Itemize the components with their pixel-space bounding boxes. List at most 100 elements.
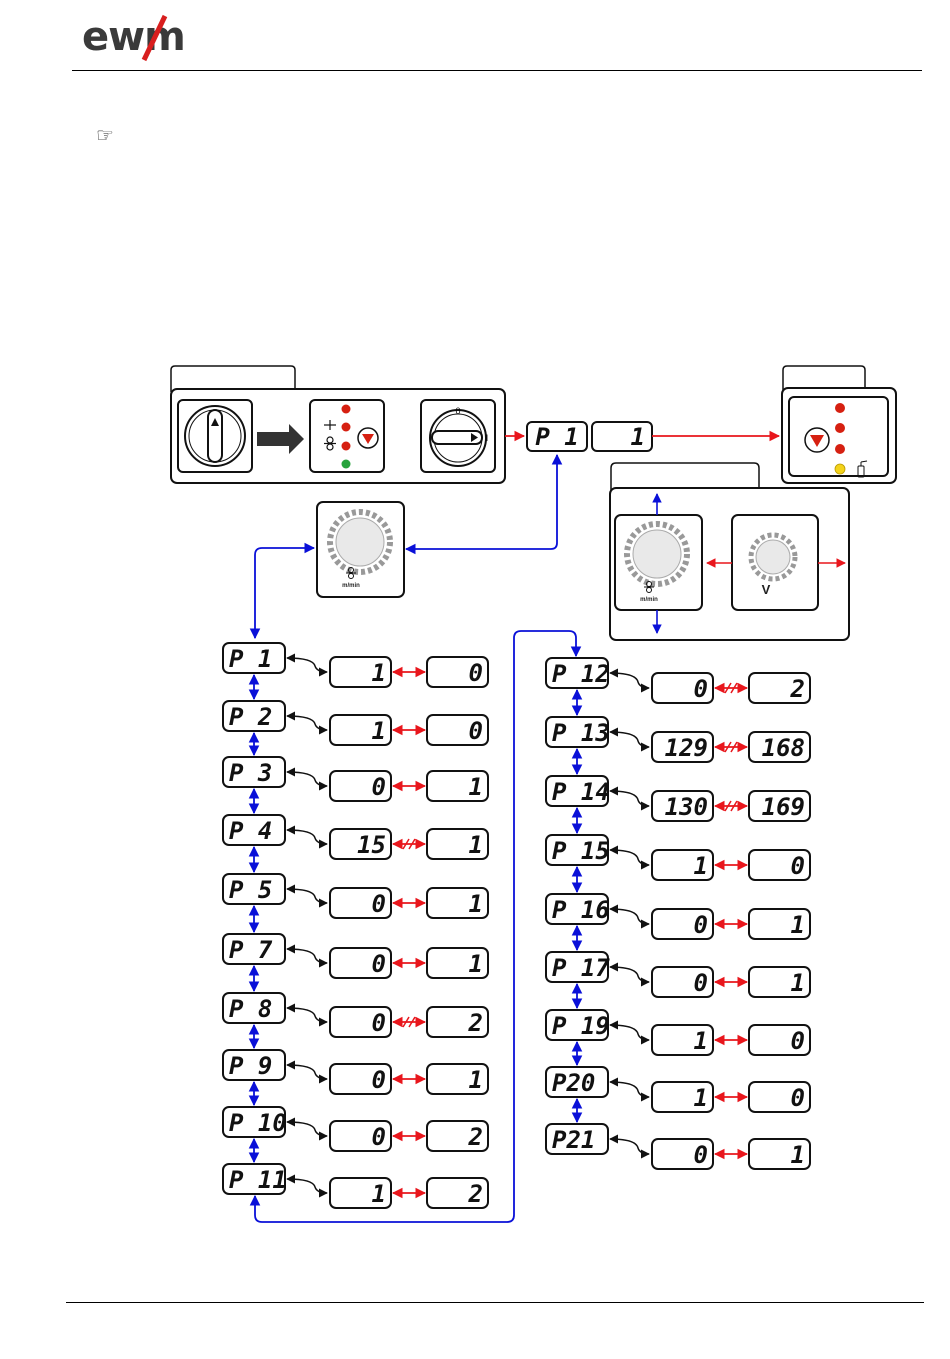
led-red-6	[835, 444, 845, 454]
connector	[610, 1139, 649, 1154]
connector	[610, 850, 649, 865]
next-value-text: 2	[468, 1123, 483, 1151]
param-row: P2010	[546, 1067, 810, 1122]
current-value-text: 0	[372, 890, 386, 918]
wire-speed-knob[interactable]	[336, 518, 384, 566]
param-row: P21 0 1	[546, 1124, 810, 1169]
param-code-text: P 1	[229, 645, 272, 673]
param-code-text: P 12	[552, 660, 610, 688]
current-value-text: 0	[694, 911, 708, 939]
param-code-text: P 5	[229, 876, 272, 904]
param-row: P 7 0 1	[223, 934, 488, 991]
current-value-text: 0	[372, 1123, 386, 1151]
next-value-text: 1	[791, 1141, 805, 1169]
param-code-text: P 15	[552, 837, 610, 865]
param-code-text: P 7	[229, 936, 273, 964]
connector	[287, 1008, 327, 1022]
param-code-text: P21	[552, 1126, 595, 1154]
param-code-text: P 3	[229, 759, 272, 787]
param-code-text: P 10	[229, 1109, 287, 1137]
param-row: P 10 0 2	[223, 1107, 488, 1162]
next-value-text: 2	[468, 1009, 483, 1037]
led-red-3	[342, 442, 351, 451]
param-code-text: P 8	[229, 995, 272, 1023]
param-row: P 19 1 0	[546, 1010, 810, 1065]
current-value-text: 1	[372, 659, 386, 687]
connector	[610, 967, 649, 982]
param-row: P 3 0 1	[223, 757, 488, 813]
param-code-text: P 17	[552, 954, 610, 982]
connector	[610, 909, 649, 924]
current-value-text: 0	[694, 1141, 708, 1169]
param-row: P 8 0 2	[223, 993, 488, 1048]
entry-value-text: 1	[631, 423, 645, 451]
next-value-text: 1	[469, 1066, 483, 1094]
connector	[287, 716, 327, 730]
next-value-text: 1	[469, 831, 483, 859]
param-code-text: P 2	[229, 703, 272, 731]
connector	[287, 772, 327, 786]
param-row: P 1 1 0	[223, 643, 488, 699]
current-value-text: 1	[694, 852, 708, 880]
connector	[287, 1122, 327, 1136]
next-value-text: 169	[762, 793, 805, 821]
param-row: P 13 129 168	[546, 717, 810, 774]
led-green	[342, 460, 351, 469]
next-value-text: 2	[790, 675, 805, 703]
connector	[287, 830, 327, 844]
next-value-text: 1	[469, 890, 483, 918]
switch-label-1: I	[486, 433, 489, 443]
connector	[287, 658, 327, 672]
param-row: P 11 1 2	[223, 1164, 488, 1208]
param-code-text: P 14	[552, 778, 610, 806]
voltage-label: V	[762, 582, 771, 597]
voltage-knob[interactable]	[756, 540, 790, 574]
connector	[287, 1179, 327, 1193]
connector	[610, 1025, 649, 1040]
param-row: P 16 0 1	[546, 894, 810, 950]
current-value-text: 129	[665, 734, 708, 762]
wire-speed-knob-2[interactable]	[633, 530, 681, 578]
connector	[287, 1065, 327, 1079]
next-value-text: 0	[469, 717, 483, 745]
next-value-text: 0	[791, 1084, 805, 1112]
connector	[610, 791, 649, 806]
current-value-text: 1	[372, 717, 386, 745]
current-value-text: 1	[694, 1084, 708, 1112]
param-code-text: P 19	[552, 1012, 610, 1040]
next-value-text: 168	[762, 734, 805, 762]
next-value-text: 1	[469, 773, 483, 801]
param-code-text: P 4	[229, 817, 272, 845]
param-row: P 1202	[546, 658, 810, 715]
next-value-text: 0	[469, 659, 483, 687]
entry-param-text: P 1	[535, 423, 578, 451]
connector	[610, 1082, 649, 1097]
led-red-2	[342, 423, 351, 432]
next-value-text: 1	[791, 969, 805, 997]
current-value-text: 0	[372, 773, 386, 801]
next-value-text: 1	[469, 950, 483, 978]
current-value-text: 0	[372, 1009, 386, 1037]
switch-label-0: 0	[455, 406, 460, 416]
next-value-text: 0	[791, 1027, 805, 1055]
param-row: P 14 130 169	[546, 776, 810, 833]
param-code-text: P 13	[552, 719, 610, 747]
param-row: P 901	[223, 1050, 488, 1105]
current-value-text: 0	[372, 950, 386, 978]
current-value-text: 15	[357, 831, 386, 859]
param-row: P 5 0 1	[223, 874, 488, 932]
param-row: P 2 1 0	[223, 701, 488, 755]
current-value-text: 130	[665, 793, 708, 821]
next-value-text: 2	[468, 1180, 483, 1208]
param-code-text: P 11	[229, 1166, 287, 1194]
param-code-text: P 16	[552, 896, 610, 924]
connector	[610, 732, 649, 747]
current-value-text: 1	[372, 1180, 386, 1208]
connector	[610, 673, 649, 688]
led-red-1	[342, 405, 351, 414]
led-red-4	[835, 403, 845, 413]
current-value-text: 1	[694, 1027, 708, 1055]
next-value-text: 1	[791, 911, 805, 939]
